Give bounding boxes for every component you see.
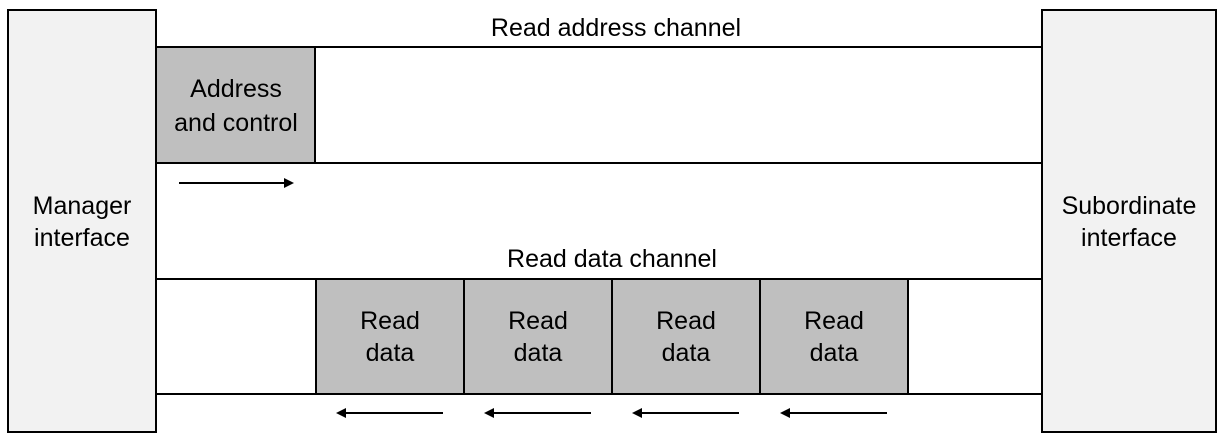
subordinate-interface-label-line1: Subordinate [1062,192,1197,220]
address-control-label-line2: and control [174,109,298,137]
manager-interface-box [7,9,157,433]
read-data-block-1-line1: Read [360,307,420,335]
address-control-block [155,46,316,164]
subordinate-interface-label-line2: interface [1081,224,1177,252]
address-control-label-line1: Address [190,75,282,103]
read-data-block-2 [463,278,613,395]
read-data-block-2-line2: data [514,339,563,367]
subordinate-interface: Subordinate interface [1041,9,1217,433]
read-data-block-3-line2: data [662,339,711,367]
subordinate-interface-box [1041,9,1217,433]
read-data-block-3-line1: Read [656,307,716,335]
read-data-block-2-line1: Read [508,307,568,335]
manager-interface: Manager interface [7,9,157,433]
read-address-channel-label: Read address channel [491,14,741,42]
read-data-block-1-line2: data [366,339,415,367]
manager-interface-label-line2: interface [34,224,130,252]
read-address-channel: Read address channel Address and control [155,14,1042,188]
manager-interface-label-line1: Manager [33,192,132,220]
read-data-block-1 [315,278,465,395]
read-data-block-4-line1: Read [804,307,864,335]
read-data-channel-label: Read data channel [507,245,717,273]
read-data-block-4 [759,278,909,395]
read-data-channel: Read data channel Read data Read data Re… [156,245,1042,418]
read-data-block-4-line2: data [810,339,859,367]
read-data-block-3 [611,278,761,395]
